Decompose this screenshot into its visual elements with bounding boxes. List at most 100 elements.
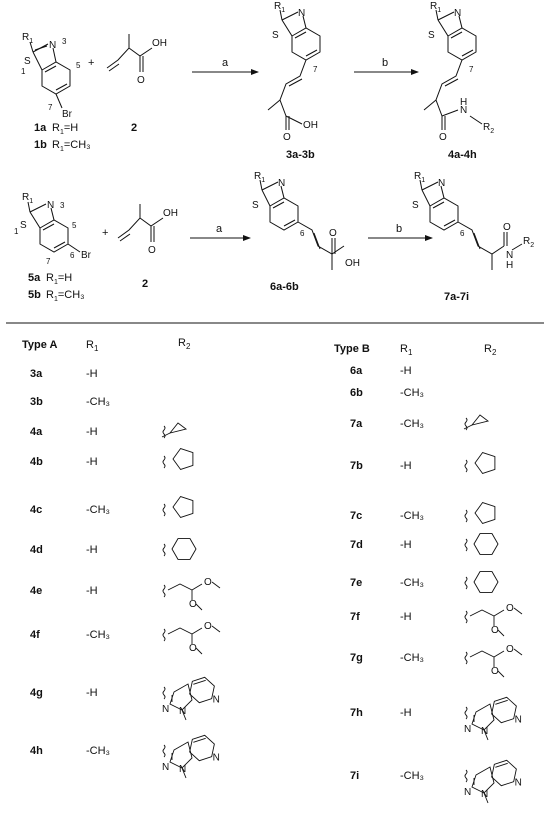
o-atom: O xyxy=(491,625,499,636)
o-atom: O xyxy=(148,245,156,256)
r1-value: -CH₃ xyxy=(400,387,424,399)
table-row: 7f-HOO xyxy=(350,603,523,637)
n-atom: N xyxy=(278,178,285,189)
r1-value: -CH₃ xyxy=(86,504,110,516)
atom-number-6: 6 xyxy=(300,229,305,238)
o-atom: O xyxy=(189,643,197,654)
r1-value: -CH₃ xyxy=(86,629,110,641)
r2-structure-2,2-dimethoxyethyl: OO xyxy=(162,577,221,611)
reactant-5-structure: R1 N S Br 3 1 5 6 7 xyxy=(14,192,92,266)
r2-structure-2,2-dimethoxyethyl: OO xyxy=(464,644,523,678)
table-row: 4a-H xyxy=(30,422,188,439)
o-atom: O xyxy=(491,666,499,677)
r1-value: -H xyxy=(86,585,98,597)
table-row: 4e -H OO xyxy=(30,577,221,611)
table-row: 4c-CH₃ xyxy=(30,496,194,518)
o-atom: O xyxy=(503,222,511,233)
r2-structure-2,2-dimethoxyethyl: OO xyxy=(162,621,221,655)
r2-structure-2,2-dimethoxyethyl: OO xyxy=(464,603,523,637)
r1-atom: R1 xyxy=(430,1,441,14)
n-atom: N xyxy=(298,8,305,19)
scheme-1: R1 N S Br 3 1 5 7 + OH O 1a R1=H 1b R1=C… xyxy=(21,1,494,161)
r1-value: -CH₃ xyxy=(400,770,424,782)
n-atom: N xyxy=(481,789,488,800)
table-row: 4d-H xyxy=(30,538,197,560)
r1-value: -H xyxy=(86,687,98,699)
r2-structure-cyclopentyl xyxy=(464,452,496,474)
table-headers: Type A R1 R2 Type B R1 R2 xyxy=(22,337,497,357)
pyridine-n-atom: N xyxy=(213,695,220,706)
atom-number-6: 6 xyxy=(70,251,75,260)
r1-value: -H xyxy=(86,368,98,380)
compound-4-label: 4a-4h xyxy=(448,149,477,161)
compound-1a-r1: R1=H xyxy=(52,122,78,136)
r1-value: -H xyxy=(400,707,412,719)
table-row: 7c -CH₃ xyxy=(350,502,496,524)
r2-structure-cyclopentyl xyxy=(162,448,194,470)
r1-value: -H xyxy=(400,611,412,623)
r1-value: -CH₃ xyxy=(400,510,424,522)
s-atom: S xyxy=(428,30,435,41)
amide-h-atom: H xyxy=(460,97,467,108)
o-atom: O xyxy=(506,603,514,614)
br-atom: Br xyxy=(81,250,92,261)
atom-number-7: 7 xyxy=(469,65,474,74)
amide-n-atom: N xyxy=(460,105,467,116)
n-atom: N xyxy=(47,200,54,211)
s-atom: S xyxy=(24,56,31,67)
compound-id: 4h xyxy=(30,745,43,757)
compound-id: 7c xyxy=(350,510,362,522)
oh-atom: OH xyxy=(303,120,318,131)
compound-id: 4e xyxy=(30,585,42,597)
r1-atom: R1 xyxy=(254,171,265,184)
o-atom: O xyxy=(439,132,447,143)
br-atom: Br xyxy=(62,109,73,120)
r2-structure-cyclopropyl xyxy=(463,414,490,431)
atom-number-7: 7 xyxy=(313,65,318,74)
compound-id: 4a xyxy=(30,426,43,438)
atom-number-7: 7 xyxy=(48,103,53,112)
type-a-table: 3a-H3b-CH₃4a-H4b-H4c-CH₃4d-H4e-HOO4f-CH₃… xyxy=(30,368,221,779)
table-row: 7a-CH₃ xyxy=(350,414,490,431)
compound-3-label: 3a-3b xyxy=(286,149,315,161)
r1-value: -CH₃ xyxy=(400,652,424,664)
n-atom: N xyxy=(481,726,488,737)
compound-7-label: 7a-7i xyxy=(444,291,469,303)
atom-number-3: 3 xyxy=(62,37,67,46)
r1-value: -H xyxy=(400,539,412,551)
r1-value: -H xyxy=(400,460,412,472)
intermediate-6-structure: R1 N S OH O 6 xyxy=(252,171,360,270)
r2-structure-cyclohexyl xyxy=(464,571,499,593)
step-a-label: a xyxy=(216,223,223,235)
compound-id: 4f xyxy=(30,629,40,641)
type-b-r1-header: R1 xyxy=(400,343,413,357)
type-a-r2-header: R2 xyxy=(178,337,191,351)
n-atom: N xyxy=(179,764,186,775)
n-atom: N xyxy=(179,706,186,717)
pyridine-n-atom: N xyxy=(213,753,220,764)
product-4-structure: R1 N S N H R2 O 7 xyxy=(423,1,494,143)
s-atom: S xyxy=(412,200,419,211)
pyridine-n-atom: N xyxy=(515,715,522,726)
compound-5a-r1: R1=H xyxy=(46,272,72,286)
r1-atom: R1 xyxy=(22,192,33,205)
s-atom: S xyxy=(20,220,27,231)
type-a-r1-header: R1 xyxy=(86,339,99,353)
table-row: 6a-H xyxy=(350,365,412,377)
o-atom: O xyxy=(283,132,291,143)
type-b-r2-header: R2 xyxy=(484,343,497,357)
n-atom: N xyxy=(162,762,169,773)
amide-h-atom: H xyxy=(506,260,513,271)
amide-n-atom: N xyxy=(506,250,513,261)
r2-structure-cyclopentyl xyxy=(464,502,496,524)
compound-id: 6a xyxy=(350,365,363,377)
compound-id: 3b xyxy=(30,396,43,408)
compound-5b-label: 5b xyxy=(28,289,41,301)
table-row: 6b-CH₃ xyxy=(350,387,424,399)
